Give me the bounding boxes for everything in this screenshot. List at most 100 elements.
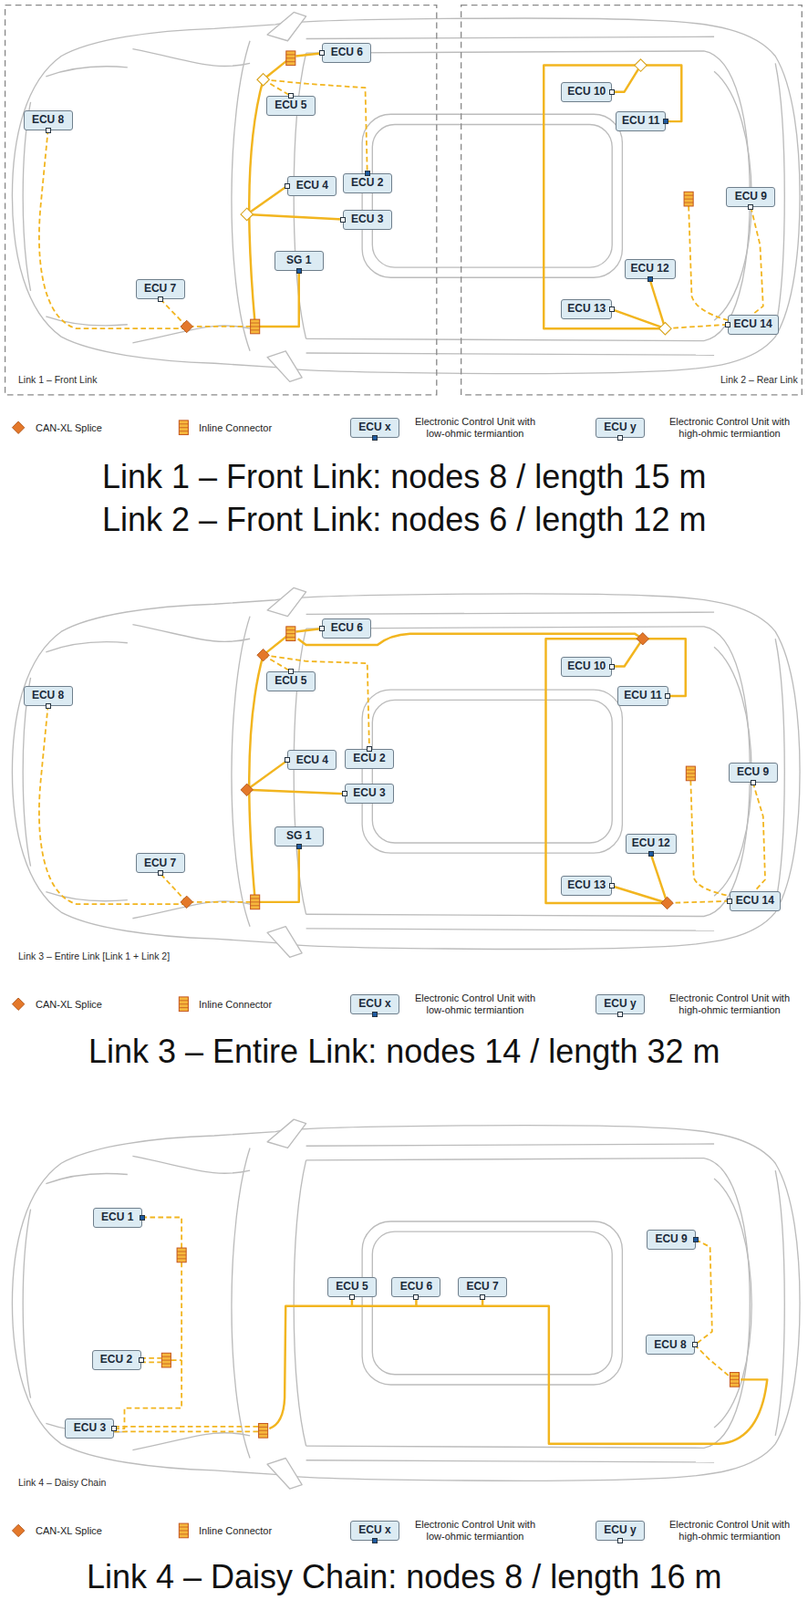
ecu-name: ECU 14 [734,318,773,332]
ecu-box: ECU 2 [344,748,394,769]
wire-symbols [683,191,694,207]
ecu-name: ECU 12 [631,262,670,276]
dashed-wire [160,873,187,902]
dashed-wire [186,901,251,903]
dashed-wire [113,1262,182,1429]
ecu-name: ECU 8 [653,1338,686,1352]
ecu-name: ECU 13 [567,879,606,892]
legend-text: Inline Connector [198,1524,272,1537]
high-ohmic-termination [609,882,615,889]
car-outline [11,587,800,957]
ecu-box: ECU 13 [560,875,612,896]
wire-symbols [240,207,253,220]
wire-symbols [161,51,739,1438]
solid-wire [269,1305,767,1444]
high-ohmic-termination [45,127,52,134]
high-ohmic-termination [747,204,754,210]
low-ohmic-termination [648,850,654,857]
legend-text: Inline Connector [198,998,272,1011]
wire-symbols [161,1352,171,1368]
high-ohmic-termination [138,1357,145,1363]
ecu-box: ECU 13 [560,299,612,320]
dashed-wire [664,324,728,329]
solid-wire [611,65,641,93]
high-ohmic-termination [284,756,291,763]
wire-symbols [258,1422,269,1438]
ecu-name: ECU 3 [73,1421,106,1435]
solid-wire [258,846,300,902]
ecu-name: ECU 5 [335,1280,368,1294]
ecu-name: ECU 9 [736,766,769,779]
wire-symbols [729,1372,739,1388]
ecu-box: ECU 4 [287,176,337,197]
ecu-name: ECU 7 [144,282,177,296]
low-ohmic-termination [372,435,378,441]
low-ohmic-termination [372,1011,378,1017]
dashed-wire [694,1344,729,1376]
legend-text: CAN-XL Splice [35,998,103,1011]
wire-symbols [240,783,253,796]
dashed-wire [688,206,729,321]
high-ohmic-termination [609,89,615,95]
ecu-box: ECU 4 [287,749,337,770]
legend-text: Electronic Control Unit with low-ohmic t… [404,415,547,440]
high-ohmic-termination [349,1294,355,1300]
link-region [461,5,803,395]
wire-symbols [180,895,193,908]
low-ohmic-termination [296,843,302,850]
high-ohmic-termination [111,1425,117,1431]
ecu-box: ECU 3 [342,209,393,230]
legend-sample [178,996,188,1012]
ecu-box: ECU 10 [560,656,612,677]
ecu-name: ECU 2 [351,176,384,190]
high-ohmic-termination [157,870,164,876]
ecu-name: ECU 6 [331,621,363,635]
high-ohmic-termination [45,703,52,709]
wire-symbols [286,51,296,66]
ecu-name: SG 1 [286,254,311,268]
dashed-wire [263,654,370,749]
ecu-name: ECU 1 [101,1211,134,1224]
high-ohmic-termination [617,1537,623,1544]
ecu-name: ECU 5 [274,674,307,688]
solid-wire [248,654,263,900]
ecu-box: ECU 3 [344,783,394,804]
legend-sample [11,997,24,1010]
ecu-box: ECU 8 [645,1334,695,1355]
wire-symbols [636,632,649,645]
ecu-box: ECU 1 [93,1207,143,1228]
car-outline [11,1118,800,1489]
legend-text: Electronic Control Unit with high-ohmic … [659,1518,801,1543]
dashed-wire [690,780,731,896]
legend-text: Electronic Control Unit with low-ohmic t… [404,992,547,1016]
wire-symbols [257,73,270,86]
high-ohmic-termination [319,625,325,632]
solid-wire [263,634,290,655]
ecu-box: ECU 3 [64,1418,114,1439]
high-ohmic-termination [664,693,671,699]
ecu-name: ECU 14 [735,894,775,908]
high-ohmic-termination [609,663,615,670]
high-ohmic-termination [725,321,731,328]
high-ohmic-termination [341,790,348,797]
wire-symbols [250,894,260,910]
ecu-name: ECU 6 [400,1280,433,1294]
solid-wire [295,52,322,56]
legend-text: Electronic Control Unit with high-ohmic … [659,415,801,440]
solid-wire [248,79,263,324]
solid-wire [545,638,667,903]
link-caption: Link 4 – Daisy Chain: nodes 8 / length 1… [86,1557,722,1596]
link-caption: Link 3 – Entire Link: nodes 14 / length … [88,1032,720,1070]
link-label: Link 3 – Entire Link [Link 1 + Link 2] [18,950,170,962]
dashed-wire [39,79,766,1431]
legend-sample [11,420,188,1538]
ecu-box: ECU 5 [266,671,316,692]
solid-wire [247,214,343,220]
dashed-wire [753,782,766,891]
dashed-wire [39,130,187,329]
ecu-name: ECU 12 [631,837,671,850]
legend-text: CAN-XL Splice [35,422,103,435]
legend-sample [11,1523,24,1536]
ecu-name: ECU 4 [296,179,329,193]
solid-wire [611,309,665,329]
